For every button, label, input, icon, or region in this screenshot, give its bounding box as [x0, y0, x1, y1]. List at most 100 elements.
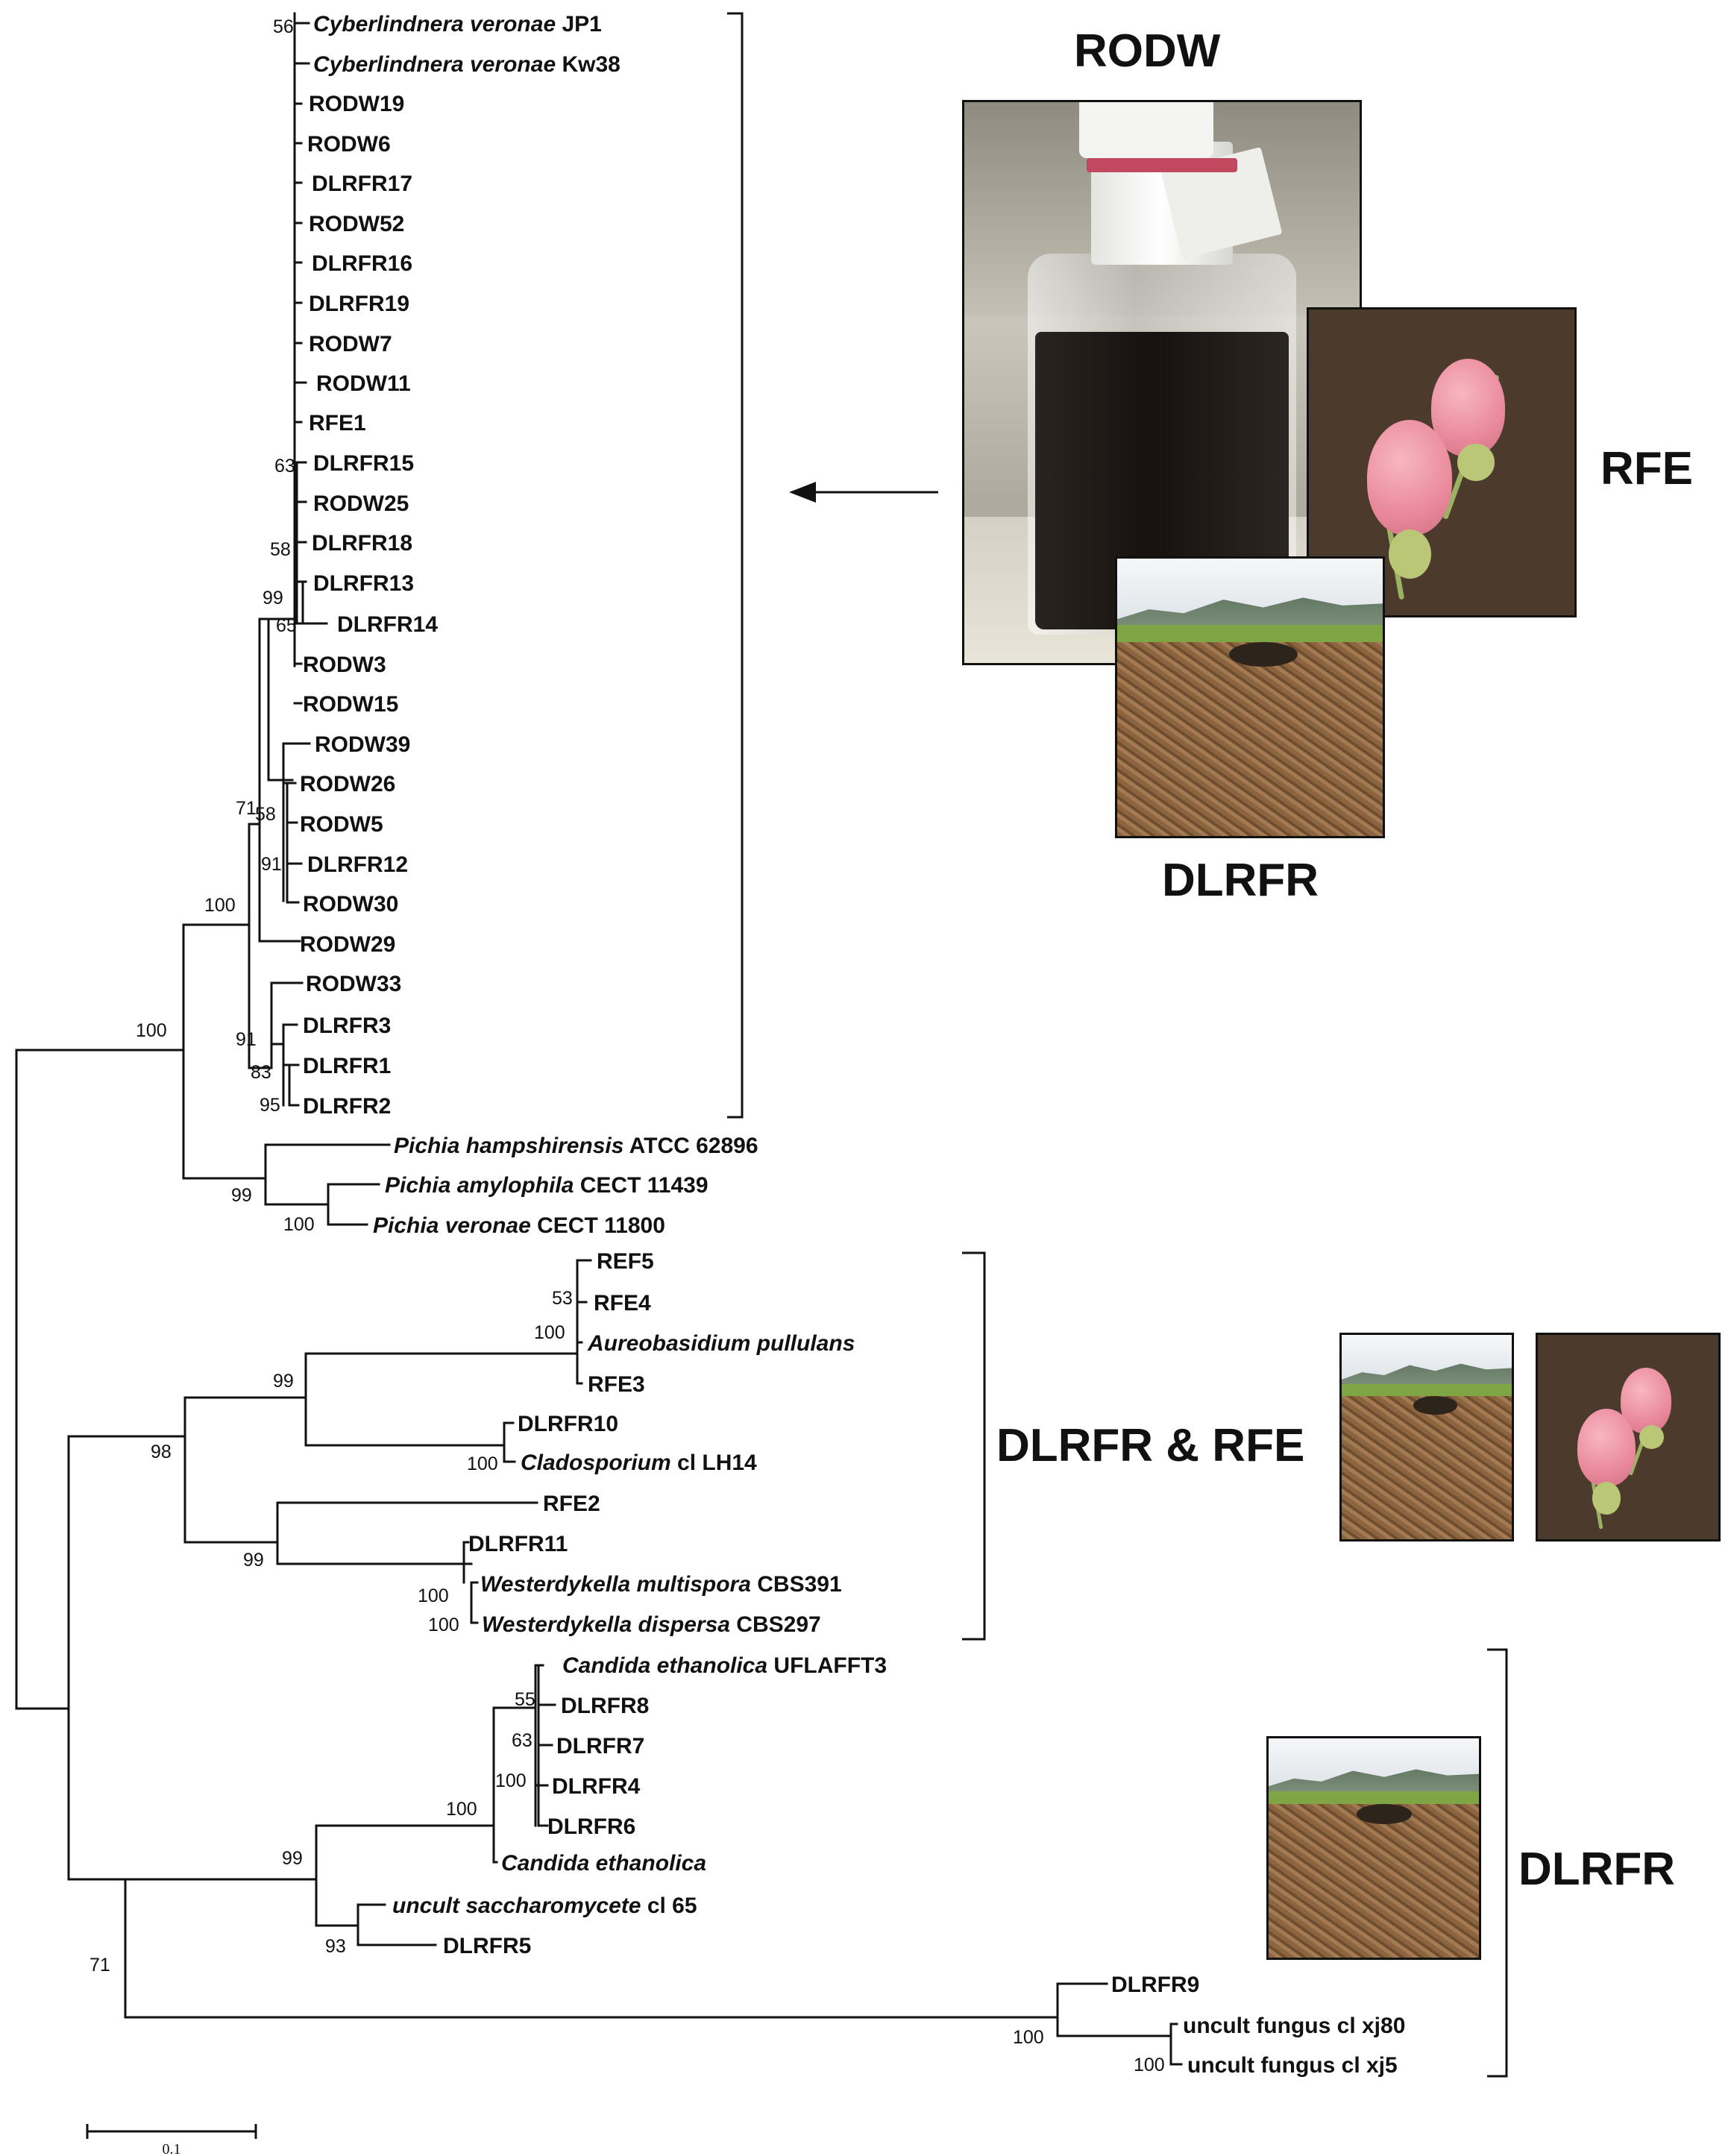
leaf-strain: DLRFR17	[312, 172, 412, 196]
leaf-label: RODW26	[300, 772, 395, 796]
bootstrap-value: 95	[260, 1095, 280, 1116]
leaf-strain: RODW52	[309, 212, 404, 236]
leaf-species: Candida ethanolica	[501, 1851, 706, 1876]
leaf-label: DLRFR7	[556, 1734, 644, 1759]
leaf-label: RODW5	[300, 812, 383, 837]
leaf-species: Cyberlindnera veronae	[313, 12, 556, 37]
bootstrap-value: 98	[151, 1442, 172, 1462]
bootstrap-value: 100	[467, 1453, 498, 1474]
leaf-strain: DLRFR12	[307, 852, 408, 877]
leaf-strain: DLRFR9	[1111, 1973, 1199, 1997]
group-label-dlrfr-rfe: DLRFR & RFE	[996, 1420, 1305, 1471]
bootstrap-value: 58	[255, 804, 276, 825]
group-label-rfe: RFE	[1600, 443, 1693, 494]
leaf-strain: DLRFR19	[309, 292, 409, 316]
leaf-label: RODW39	[315, 732, 410, 757]
leaf-label: RODW30	[303, 892, 398, 917]
leaf-label: Candida ethanolica	[501, 1851, 706, 1876]
leaf-strain: RFE2	[543, 1492, 600, 1516]
leaf-label: Pichia veronae CECT 11800	[373, 1213, 665, 1238]
leaf-strain: cl LH14	[671, 1451, 757, 1475]
leaf-label: DLRFR17	[312, 172, 412, 196]
leaf-strain: RODW33	[306, 972, 401, 996]
leaf-label: DLRFR4	[552, 1774, 641, 1799]
leaf-label: RODW25	[313, 491, 409, 516]
leaf-strain: uncult fungus cl xj80	[1183, 2014, 1405, 2038]
leaf-strain: CECT 11800	[531, 1213, 665, 1238]
leaf-strain: JP1	[556, 12, 602, 37]
leaf-strain: DLRFR15	[313, 451, 414, 476]
leaf-label: Westerdykella multispora CBS391	[480, 1572, 842, 1597]
leaf-strain: RODW30	[303, 892, 398, 917]
leaf-label: Westerdykella dispersa CBS297	[482, 1612, 821, 1637]
leaf-label: uncult fungus cl xj5	[1187, 2053, 1398, 2078]
leaf-strain: DLRFR2	[303, 1094, 391, 1119]
leaf-label: Candida ethanolica UFLAFFT3	[562, 1653, 887, 1678]
leaf-label: DLRFR8	[561, 1694, 649, 1718]
leaf-strain: DLRFR16	[312, 251, 412, 276]
leaf-strain: RFE4	[594, 1291, 651, 1316]
bootstrap-value: 56	[273, 16, 294, 37]
bootstrap-value: 99	[231, 1185, 252, 1206]
rfe-rose-photo-mixed	[1536, 1333, 1721, 1541]
leaf-strain: DLRFR11	[468, 1532, 568, 1556]
bootstrap-value: 55	[515, 1689, 535, 1710]
leaf-label: Pichia amylophila CECT 11439	[385, 1173, 709, 1198]
leaf-strain: DLRFR3	[303, 1013, 391, 1038]
leaf-label: Pichia hampshirensis ATCC 62896	[394, 1134, 758, 1158]
leaf-strain: DLRFR10	[518, 1412, 618, 1436]
leaf-strain: CBS391	[751, 1572, 842, 1597]
leaf-label: RFE4	[594, 1291, 651, 1316]
leaf-label: DLRFR18	[312, 531, 412, 556]
leaf-strain: DLRFR8	[561, 1694, 649, 1718]
leaf-label: DLRFR3	[303, 1013, 391, 1038]
scale-bar	[86, 2124, 257, 2139]
bootstrap-value: 100	[1013, 2027, 1044, 2048]
leaf-strain: RODW7	[309, 332, 392, 356]
bootstrap-value: 100	[446, 1799, 477, 1820]
leaf-label: RODW19	[309, 92, 404, 116]
bootstrap-value: 63	[512, 1730, 533, 1751]
leaf-strain: REF5	[597, 1249, 654, 1274]
leaf-species: Candida ethanolica	[562, 1653, 767, 1678]
scale-bar-label: 0.1	[163, 2141, 181, 2156]
leaf-label: DLRFR9	[1111, 1973, 1199, 1997]
bootstrap-value: 93	[325, 1936, 346, 1957]
leaf-label: DLRFR19	[309, 292, 409, 316]
tree-branches	[15, 12, 1183, 2066]
leaf-label: DLRFR2	[303, 1094, 391, 1119]
arrow-pointer	[789, 482, 938, 503]
leaf-strain: DLRFR13	[313, 571, 414, 596]
dlrfr-field-photo-mixed	[1339, 1333, 1514, 1541]
bootstrap-value: 99	[243, 1550, 264, 1571]
leaf-strain: DLRFR18	[312, 531, 412, 556]
leaf-label: RFE3	[588, 1372, 645, 1397]
bootstrap-value: 71	[89, 1955, 110, 1976]
dlrfr-field-photo-top	[1115, 556, 1385, 838]
leaf-label: DLRFR11	[468, 1532, 568, 1556]
leaf-label: RODW7	[309, 332, 392, 356]
bootstrap-value: 100	[428, 1615, 459, 1635]
leaf-label: DLRFR15	[313, 451, 414, 476]
group-label-dlrfr-bottom: DLRFR	[1518, 1844, 1676, 1895]
leaf-strain: DLRFR14	[337, 612, 438, 637]
bootstrap-value: 58	[270, 539, 291, 560]
leaf-label: DLRFR10	[518, 1412, 618, 1436]
leaf-label: RODW15	[303, 692, 398, 717]
leaf-strain: RFE1	[309, 411, 366, 436]
leaf-strain: RODW19	[309, 92, 404, 116]
leaf-label: RODW52	[309, 212, 404, 236]
bootstrap-value: 100	[204, 895, 236, 916]
leaf-label: DLRFR6	[547, 1814, 635, 1839]
leaf-species: Westerdykella dispersa	[482, 1612, 730, 1637]
bootstrap-value: 100	[136, 1020, 167, 1041]
leaf-strain: CECT 11439	[574, 1173, 708, 1198]
clade-brackets	[727, 12, 1508, 2078]
leaf-strain: RODW25	[313, 491, 409, 516]
leaf-strain: RODW5	[300, 812, 383, 837]
leaf-strain: RODW15	[303, 692, 398, 717]
leaf-species: uncult saccharomycete	[392, 1893, 641, 1918]
leaf-strain: RODW26	[300, 772, 395, 796]
leaf-label: DLRFR5	[443, 1934, 531, 1958]
